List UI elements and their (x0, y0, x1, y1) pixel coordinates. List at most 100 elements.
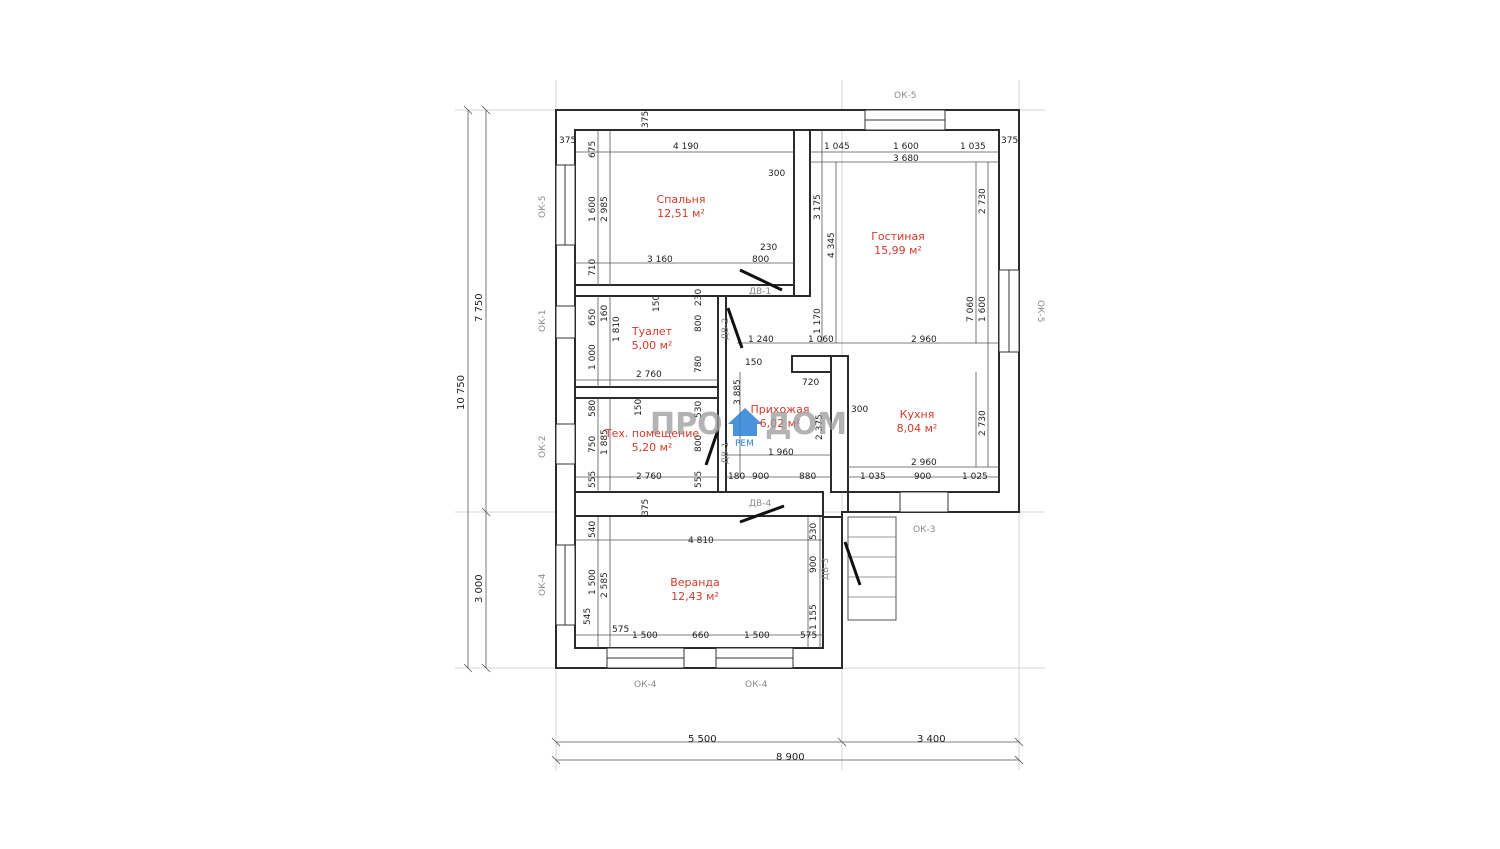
dim: 800 (694, 315, 704, 332)
door-dv1b-leaf (704, 429, 720, 466)
window-ok2 (555, 423, 576, 465)
dim: 150 (634, 399, 644, 416)
mark-ok4-bottom-a: ОК-4 (634, 680, 657, 690)
window-ok3 (899, 491, 949, 513)
dim: 375 (559, 136, 576, 146)
door-dv1-leaf (739, 268, 783, 292)
door-dv3-leaf (843, 541, 862, 586)
dim: 3 160 (647, 255, 673, 265)
dim-total-height: 10 750 (456, 375, 467, 410)
dim: 1 600 (588, 196, 598, 222)
dim: 160 (600, 305, 610, 322)
room-area-hall: 6,02 м² (760, 417, 801, 430)
dim: 1 500 (632, 631, 658, 641)
room-area-kitchen: 8,04 м² (897, 422, 938, 435)
dim: 1 810 (612, 316, 622, 342)
dim: 650 (588, 309, 598, 326)
dim: 675 (588, 141, 598, 158)
mark-ok2: ОК-2 (538, 436, 548, 458)
dim: 1 060 (808, 335, 834, 345)
dim: 780 (694, 356, 704, 373)
dim: 1 025 (962, 472, 988, 482)
dim: 900 (752, 472, 769, 482)
dim: 900 (809, 556, 819, 573)
overall-dimensions (463, 105, 1024, 765)
dim: 1 600 (893, 142, 919, 152)
door-dv4-leaf (739, 504, 785, 524)
dim: 1 960 (768, 448, 794, 458)
logo-text-part1: ПРО (650, 407, 723, 442)
dim: 1 000 (588, 344, 598, 370)
mark-dv3: ДВ-3 (821, 558, 831, 580)
dim: 300 (768, 169, 785, 179)
room-name-living: Гостиная (871, 230, 925, 243)
dim: 1 035 (960, 142, 986, 152)
dim: 230 (760, 243, 777, 253)
dim: 2 730 (978, 188, 988, 214)
dim: 2 730 (978, 410, 988, 436)
windows (555, 109, 1020, 669)
house-icon (728, 408, 762, 436)
dim: 580 (588, 400, 598, 417)
door-dv2-leaf (726, 307, 744, 349)
dim: 2 985 (600, 196, 610, 222)
dim: 530 (809, 523, 819, 540)
dim: 1 170 (813, 308, 823, 334)
dim: 2 960 (911, 458, 937, 468)
logo-subtitle: РЕМ (735, 439, 754, 449)
dim: 575 (612, 625, 629, 635)
dim: 800 (752, 255, 769, 265)
mark-dv4: ДВ-4 (749, 499, 771, 509)
dim: 4 810 (688, 536, 714, 546)
dim: 150 (745, 358, 762, 368)
dim: 900 (914, 472, 931, 482)
dim: 3 680 (893, 154, 919, 164)
mark-dv2: ДВ-2 (721, 318, 731, 340)
room-labels: Спальня 12,51 м² Гостиная 15,99 м² Туале… (604, 193, 937, 603)
room-area-toilet: 5,00 м² (632, 339, 673, 352)
dim: 1 155 (809, 604, 819, 630)
room-name-kitchen: Кухня (900, 408, 935, 421)
room-name-veranda: Веранда (670, 576, 720, 589)
dim: 720 (802, 378, 819, 388)
dim: 3 885 (733, 379, 743, 405)
room-name-utility: Тех. помещение (604, 427, 699, 440)
dim: 1 500 (744, 631, 770, 641)
dim: 880 (799, 472, 816, 482)
mark-dv1b: ДВ-1 (721, 442, 731, 464)
mark-ok3: ОК-3 (913, 525, 935, 535)
room-name-hall: Прихожая (751, 403, 810, 416)
dim: 1 600 (978, 296, 988, 322)
mark-ok5-top: ОК-5 (894, 91, 916, 101)
dim: 545 (583, 608, 593, 625)
window-ok1 (555, 305, 576, 339)
dim: 2 960 (911, 335, 937, 345)
dim: 555 (694, 471, 704, 488)
room-area-bedroom: 12,51 м² (657, 207, 705, 220)
dim: 1 035 (860, 472, 886, 482)
dim: 555 (588, 471, 598, 488)
mark-ok5-right: ОК-5 (1035, 300, 1045, 322)
dim: 375 (641, 499, 651, 516)
dim: 230 (694, 289, 704, 306)
dim: 530 (694, 401, 704, 418)
dim: 2 375 (815, 414, 825, 440)
dim-height-main: 7 750 (474, 293, 485, 322)
dim-width-left: 5 500 (688, 734, 717, 745)
dim: 180 (728, 472, 745, 482)
dim: 575 (800, 631, 817, 641)
dim-height-veranda: 3 000 (474, 574, 485, 603)
dim: 300 (851, 405, 868, 415)
dim: 150 (652, 295, 662, 312)
logo-text-part2: ДОМ (765, 407, 847, 442)
mark-dv1: ДВ-1 (749, 287, 771, 297)
walls (555, 109, 1020, 669)
dim: 4 345 (827, 232, 837, 258)
inner-dimension-lines (575, 130, 999, 648)
dim: 4 190 (673, 142, 699, 152)
room-area-living: 15,99 м² (874, 244, 922, 257)
mark-ok4-bottom-b: ОК-4 (745, 680, 768, 690)
dim: 1 045 (824, 142, 850, 152)
dim: 750 (588, 436, 598, 453)
